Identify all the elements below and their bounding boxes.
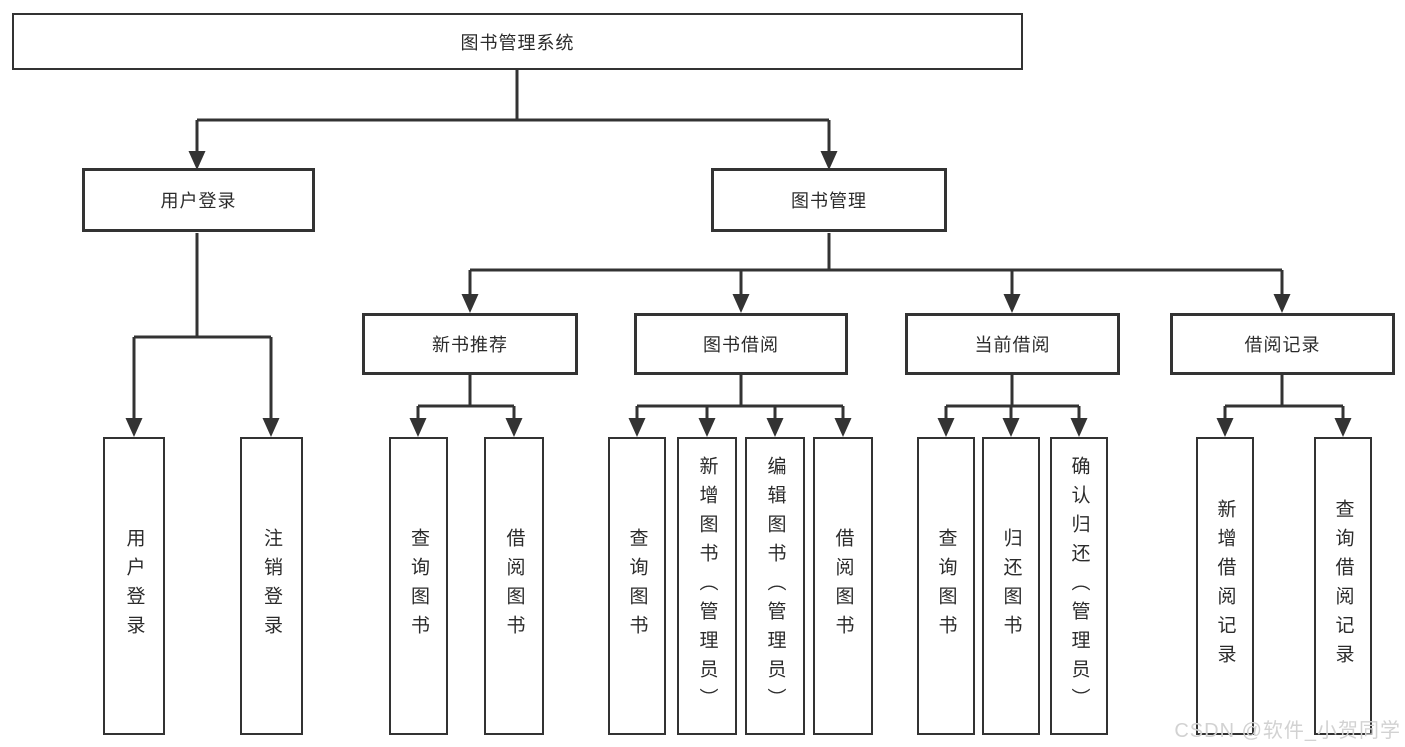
leaf-query-books-recommend-label: 查询图书: [408, 528, 429, 644]
csdn-watermark: CSDN @软件_小贺同学: [1174, 720, 1401, 742]
leaf-user-login: 用户登录: [103, 437, 165, 735]
leaf-query-borrow-record-label: 查询借阅记录: [1332, 499, 1354, 673]
leaf-add-borrow-record: 新增借阅记录: [1196, 437, 1254, 735]
arrowheads: [125, 151, 1352, 437]
leaf-query-books-current-label: 查询图书: [935, 528, 957, 644]
leaf-query-books-borrow-label: 查询图书: [626, 528, 648, 644]
node-current-borrow: 当前借阅: [905, 313, 1120, 375]
leaf-logout: 注销登录: [240, 437, 303, 735]
node-borrow-records: 借阅记录: [1170, 313, 1395, 375]
node-book-management-label: 图书管理: [791, 191, 867, 211]
leaf-query-books-current: 查询图书: [917, 437, 975, 735]
leaf-edit-book-admin: 编辑图书（管理员）: [745, 437, 805, 735]
leaf-confirm-return-admin: 确认归还（管理员）: [1050, 437, 1108, 735]
leaf-add-book-admin-label: 新增图书（管理员）: [696, 455, 718, 717]
node-root-label: 图书管理系统: [460, 32, 575, 53]
leaf-query-books-borrow: 查询图书: [608, 437, 666, 735]
node-new-book-recommend-label: 新书推荐: [432, 335, 508, 355]
node-root: 图书管理系统: [12, 13, 1023, 70]
leaf-borrow-books-recommend: 借阅图书: [484, 437, 544, 735]
node-user-login-label: 用户登录: [160, 191, 237, 211]
leaf-return-books: 归还图书: [982, 437, 1040, 735]
node-borrow-records-label: 借阅记录: [1244, 335, 1321, 355]
leaf-logout-label: 注销登录: [261, 528, 282, 644]
leaf-add-book-admin: 新增图书（管理员）: [677, 437, 737, 735]
node-book-borrow: 图书借阅: [634, 313, 848, 375]
leaf-add-borrow-record-label: 新增借阅记录: [1214, 499, 1236, 673]
node-book-management: 图书管理: [711, 168, 947, 232]
leaf-borrow-books: 借阅图书: [813, 437, 873, 735]
node-user-login: 用户登录: [82, 168, 315, 232]
node-book-borrow-label: 图书借阅: [703, 335, 779, 355]
node-new-book-recommend: 新书推荐: [362, 313, 578, 375]
leaf-confirm-return-admin-label: 确认归还（管理员）: [1068, 455, 1090, 717]
leaf-return-books-label: 归还图书: [1000, 528, 1022, 644]
leaf-borrow-books-recommend-label: 借阅图书: [503, 528, 525, 644]
leaf-borrow-books-label: 借阅图书: [832, 528, 854, 644]
leaf-query-books-recommend: 查询图书: [389, 437, 448, 735]
leaf-query-borrow-record: 查询借阅记录: [1314, 437, 1372, 735]
leaf-edit-book-admin-label: 编辑图书（管理员）: [764, 455, 786, 717]
leaf-user-login-label: 用户登录: [123, 528, 145, 644]
node-current-borrow-label: 当前借阅: [974, 335, 1051, 355]
